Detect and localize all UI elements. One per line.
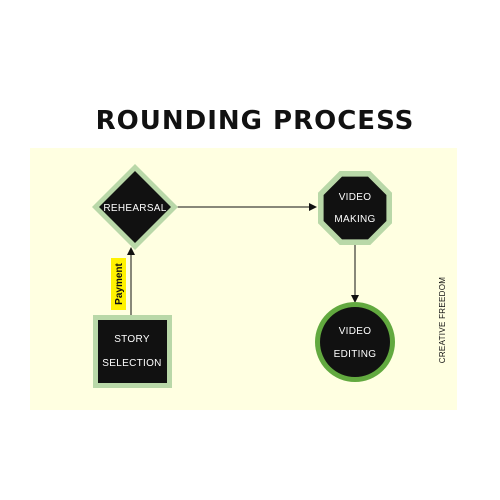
node-story-selection[interactable]: STORY SELECTION [93,315,172,388]
node-video-editing-line1: VIDEO [339,326,372,337]
node-story-selection-line1: STORY [114,334,150,345]
node-video-making-line2: MAKING [334,214,375,225]
node-video-making-line1: VIDEO [339,192,372,203]
node-video-editing[interactable]: VIDEO EDITING [315,302,395,382]
node-rehearsal[interactable]: REHEARSAL [92,164,178,250]
diagram-title: ROUNDING PROCESS [95,106,415,136]
payment-highlight [111,258,126,310]
creative-freedom-label: CREATIVE FREEDOM [438,277,447,363]
node-story-selection-line2: SELECTION [102,358,161,369]
node-video-editing-line2: EDITING [334,349,377,360]
node-rehearsal-label: REHEARSAL [103,203,166,214]
payment-label: Payment [114,262,125,304]
node-video-making[interactable]: VIDEO MAKING [318,171,392,245]
